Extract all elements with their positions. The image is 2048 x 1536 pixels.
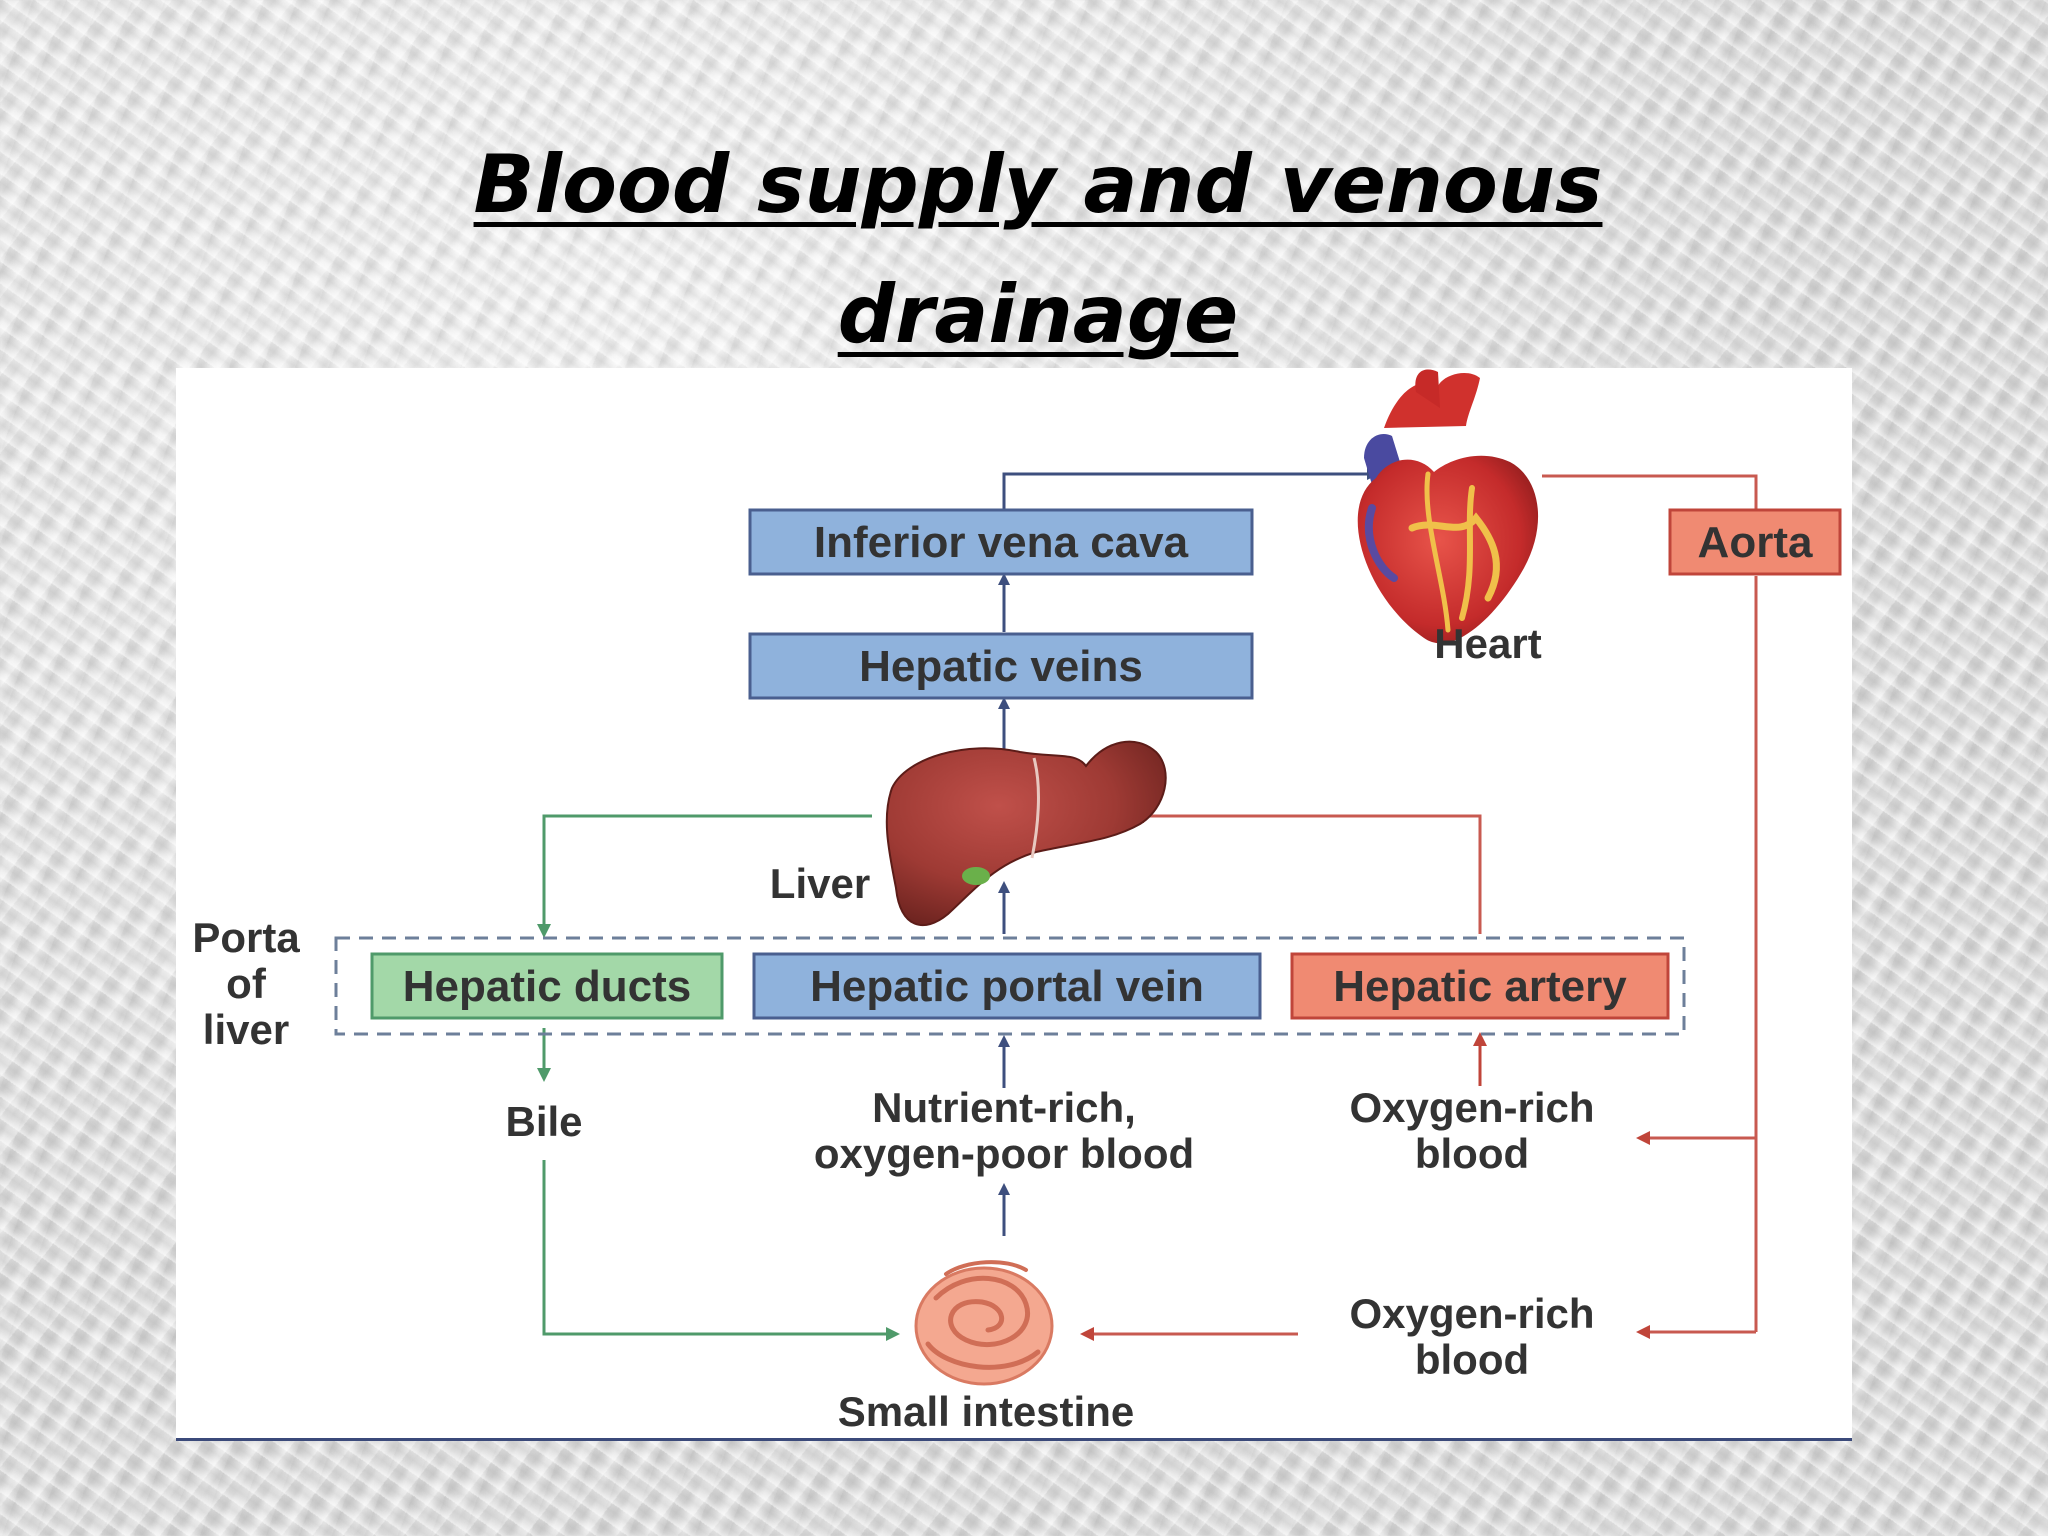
porta-of-liver-region	[334, 936, 1686, 1036]
box-inferior-vena-cava: Inferior vena cava	[748, 508, 1254, 576]
title-line-1: Blood supply and venous	[473, 138, 1603, 231]
liver-to-hepatic-ducts-line	[537, 814, 872, 938]
hepatic-ducts-label: Hepatic ducts	[403, 962, 692, 1011]
liver-label: Liver	[770, 860, 870, 907]
nutrient-label-line-2: oxygen-poor blood	[814, 1130, 1194, 1177]
diagram-panel: Inferior vena cava Hepatic veins Aorta H…	[176, 368, 1852, 1441]
box-hepatic-portal-vein: Hepatic portal vein	[752, 952, 1262, 1020]
hepatic-veins-label: Hepatic veins	[859, 642, 1143, 691]
hepatic-artery-to-liver-line	[1130, 809, 1482, 934]
nutrient-label-line-1: Nutrient-rich,	[872, 1084, 1136, 1131]
box-aorta: Aorta	[1668, 508, 1842, 576]
box-hepatic-artery: Hepatic artery	[1290, 952, 1670, 1020]
heart-to-aorta-line	[1542, 474, 1758, 510]
hepatic-portal-vein-label: Hepatic portal vein	[810, 962, 1204, 1011]
porta-label-line-2: of	[226, 960, 267, 1007]
blood-flow-diagram: Inferior vena cava Hepatic veins Aorta H…	[192, 369, 1842, 1435]
inferior-vena-cava-label: Inferior vena cava	[814, 518, 1189, 567]
oxygen-lower-label-line-2: blood	[1415, 1336, 1529, 1383]
oxygen-upper-label-line-1: Oxygen-rich	[1349, 1084, 1594, 1131]
oxygen-lower-label-line-1: Oxygen-rich	[1349, 1290, 1594, 1337]
heart-label: Heart	[1434, 620, 1541, 667]
bile-to-intestine-line	[542, 1160, 900, 1341]
small-intestine-label: Small intestine	[838, 1388, 1134, 1435]
hepatic-artery-label: Hepatic artery	[1333, 962, 1627, 1011]
slide-title: Blood supply and venous drainage	[0, 120, 2048, 380]
oxygen-upper-label-line-2: blood	[1415, 1130, 1529, 1177]
small-intestine-icon	[914, 1260, 1054, 1386]
porta-label-line-1: Porta	[192, 914, 300, 961]
heart-icon	[1357, 369, 1539, 644]
bile-label: Bile	[505, 1098, 582, 1145]
title-line-2: drainage	[837, 268, 1239, 361]
ivc-to-heart-line	[1002, 468, 1379, 510]
liver-icon	[885, 740, 1167, 927]
box-hepatic-ducts: Hepatic ducts	[370, 952, 724, 1020]
porta-label-line-3: liver	[203, 1006, 289, 1053]
aorta-label: Aorta	[1698, 518, 1813, 567]
box-hepatic-veins: Hepatic veins	[748, 632, 1254, 700]
